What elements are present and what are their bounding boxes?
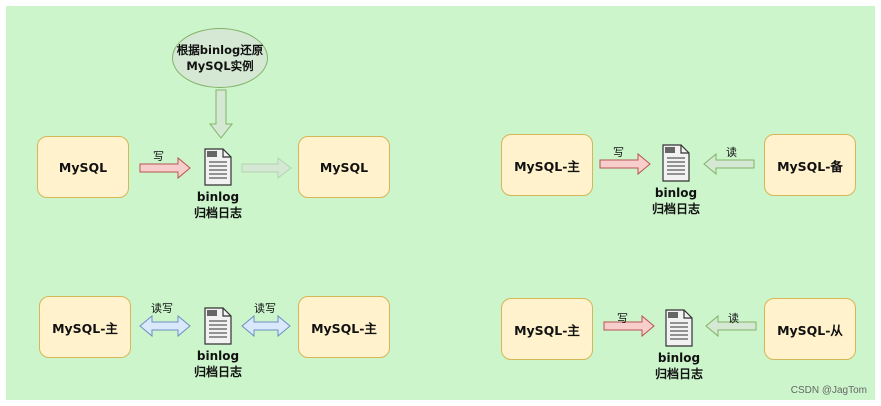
q2-write-label: 写: [613, 146, 624, 159]
q4-file-name: binlog: [657, 351, 701, 365]
q3-right-label: 读写: [254, 302, 276, 315]
q2-read-arrow: [703, 152, 755, 176]
q1-mysql-restored: MySQL: [298, 136, 390, 198]
q3-file-name: binlog: [196, 349, 240, 363]
q1-mysql-source: MySQL: [37, 136, 129, 198]
q2-file-desc: 归档日志: [651, 202, 700, 216]
q4-read-arrow: [705, 314, 757, 338]
q3-mysql-primary-left: MySQL-主: [39, 296, 131, 358]
q1-write-arrow: [139, 156, 191, 180]
q1-file-icon: [204, 148, 232, 186]
q3-file-icon: [204, 307, 232, 345]
q2-mysql-standby: MySQL-备: [764, 134, 856, 196]
q3-file-caption: binlog 归档日志: [178, 348, 258, 380]
q4-file-icon: [665, 309, 693, 347]
q2-write-arrow: [599, 152, 651, 176]
q4-read-label: 读: [728, 312, 739, 325]
q2-file-caption: binlog 归档日志: [636, 185, 716, 217]
q1-file-name: binlog: [196, 190, 240, 204]
q4-file-desc: 归档日志: [654, 367, 703, 381]
q1-file-caption: binlog 归档日志: [178, 189, 258, 221]
q4-file-caption: binlog 归档日志: [639, 350, 719, 382]
q1-file-desc: 归档日志: [193, 206, 242, 220]
q3-file-desc: 归档日志: [193, 365, 242, 379]
q3-left-bidir-arrow: [139, 314, 191, 338]
q2-file-name: binlog: [654, 186, 698, 200]
restore-ellipse: 根据binlog还原 MySQL实例: [172, 28, 268, 88]
q2-read-label: 读: [726, 146, 737, 159]
q2-mysql-primary: MySQL-主: [501, 134, 593, 196]
watermark: CSDN @JagTom: [790, 385, 867, 396]
ellipse-line1: 根据binlog还原: [176, 43, 264, 57]
restore-down-arrow: [208, 89, 234, 139]
q1-restore-arrow: [241, 156, 292, 180]
q4-mysql-replica: MySQL-从: [764, 298, 856, 360]
ellipse-line2: MySQL实例: [186, 59, 254, 73]
q4-write-arrow: [603, 314, 655, 338]
q3-right-bidir-arrow: [241, 314, 291, 338]
q4-mysql-primary: MySQL-主: [501, 298, 593, 360]
q4-write-label: 写: [617, 312, 628, 325]
q3-left-label: 读写: [151, 302, 173, 315]
q3-mysql-primary-right: MySQL-主: [298, 296, 390, 358]
q2-file-icon: [662, 144, 690, 182]
q1-write-label: 写: [153, 150, 164, 163]
